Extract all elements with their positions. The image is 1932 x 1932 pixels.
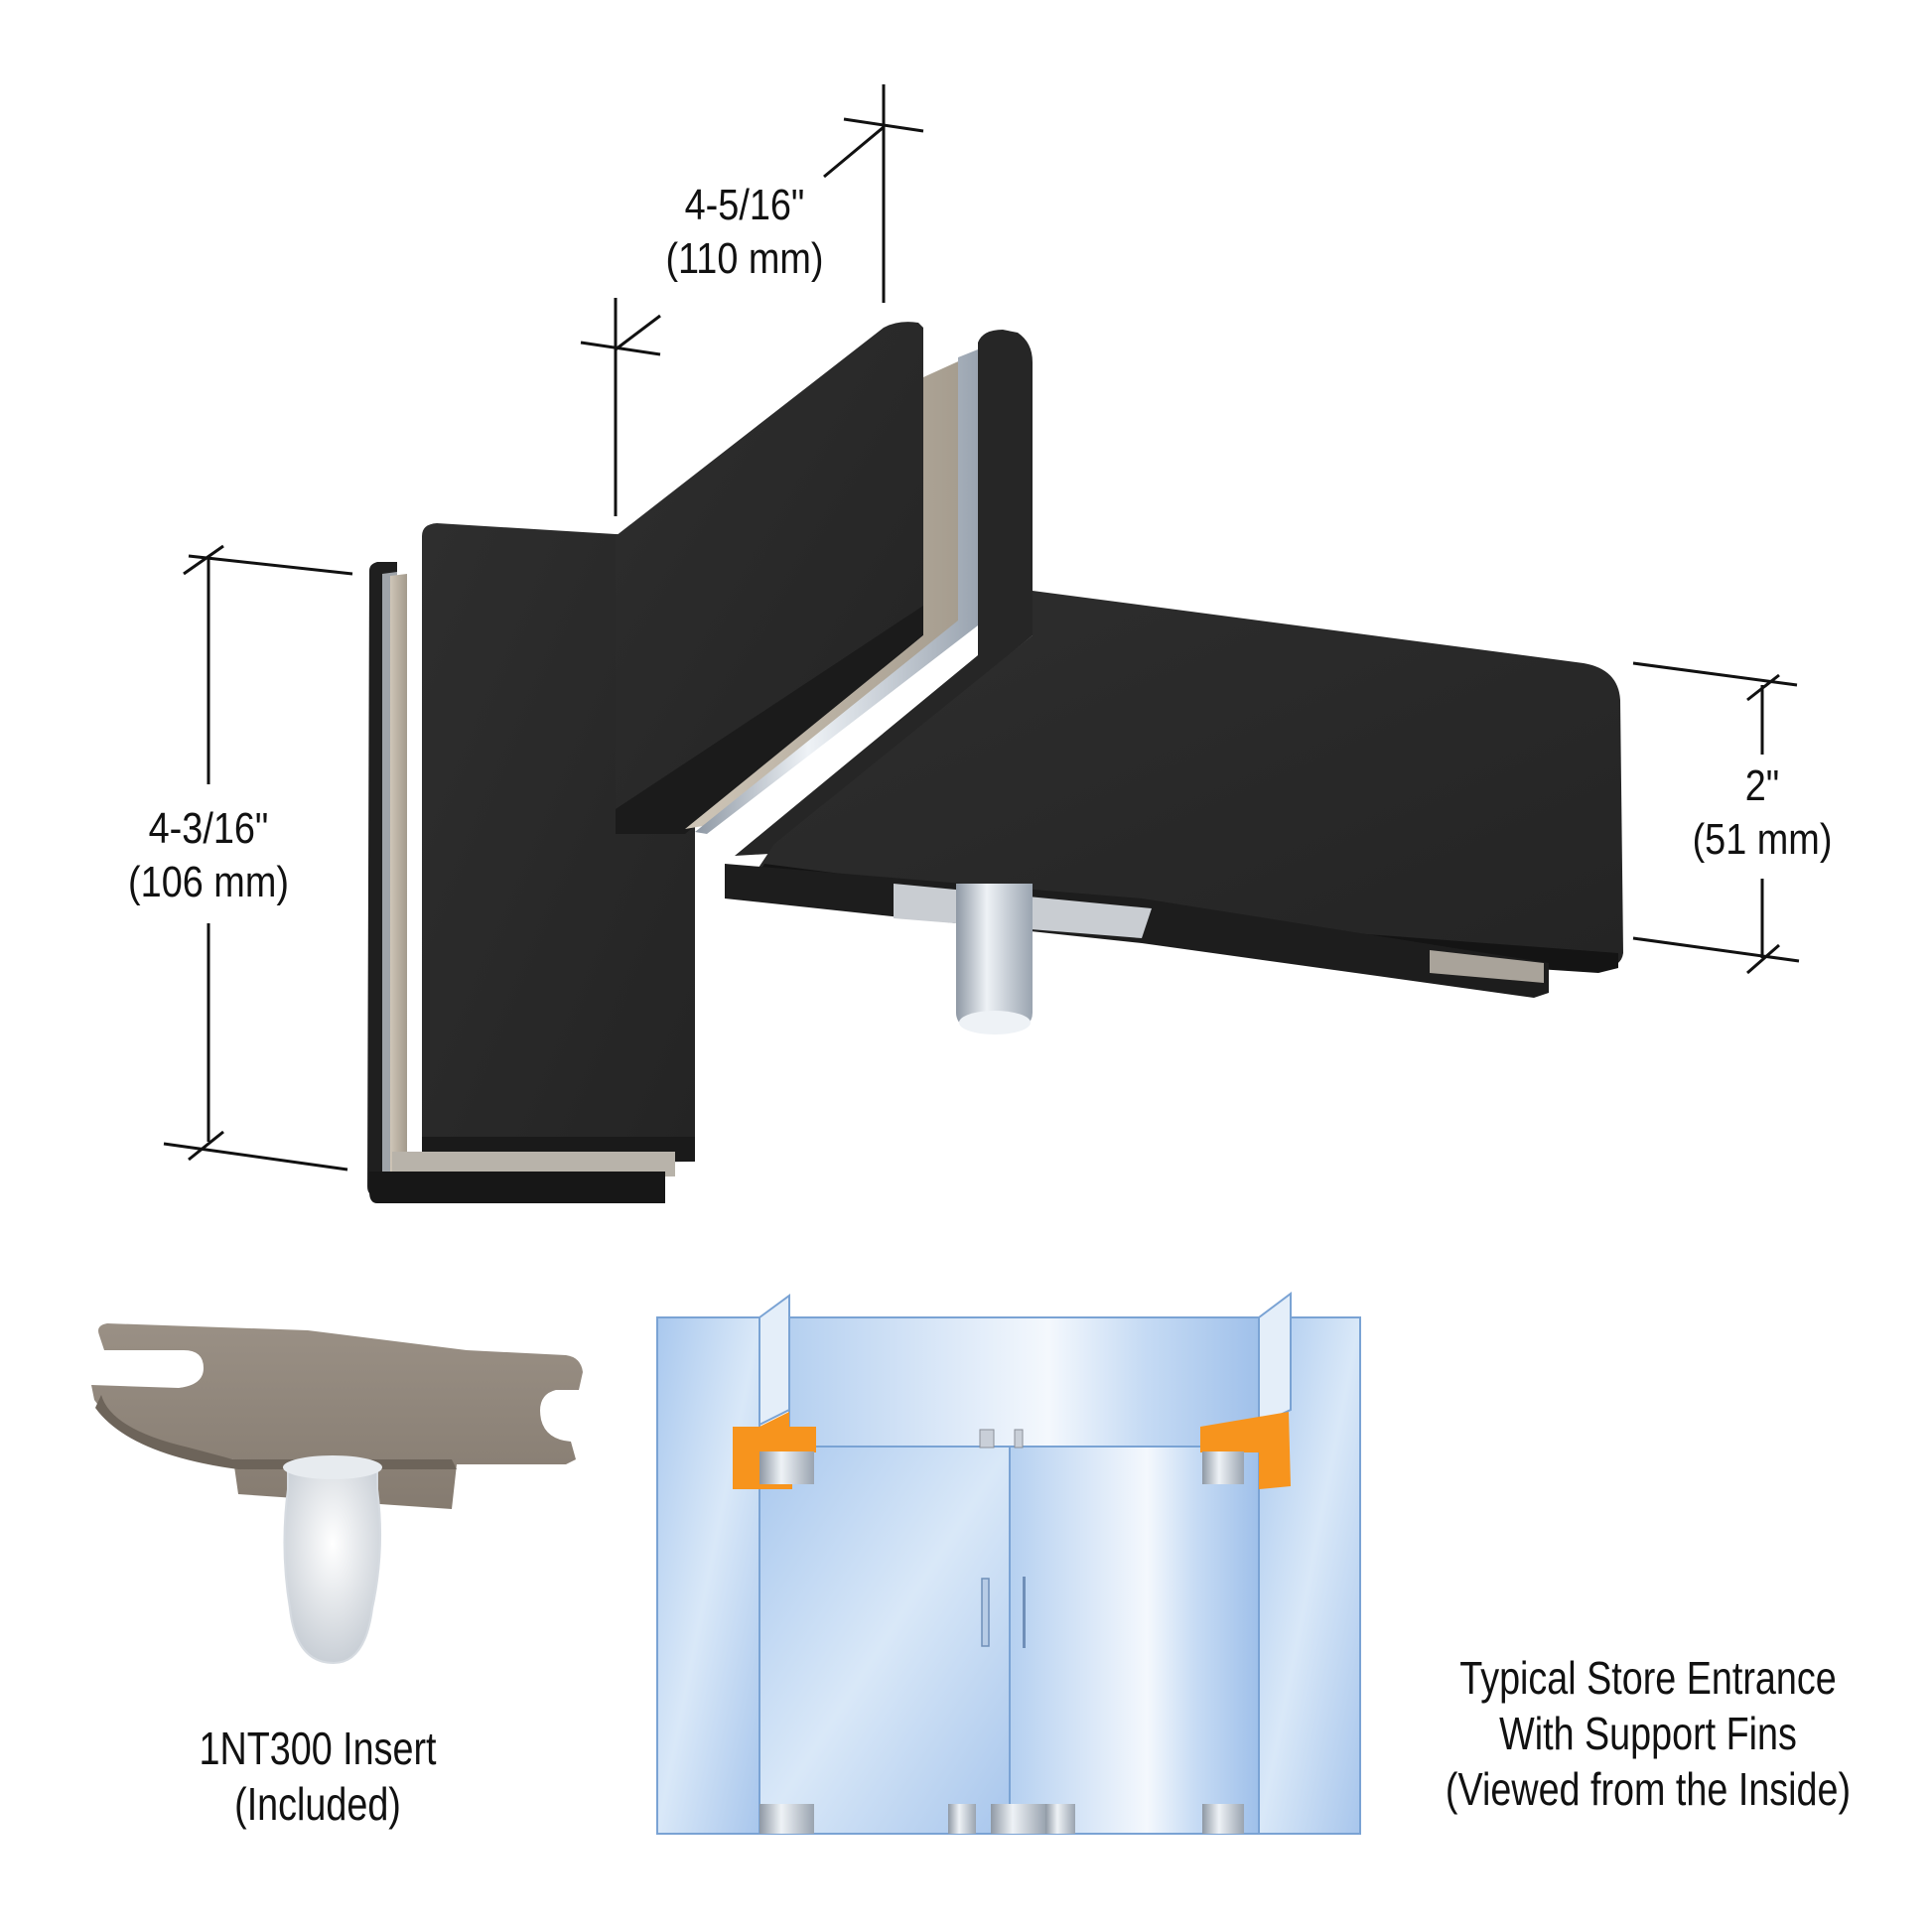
dimension-metric: (110 mm) <box>665 234 824 283</box>
dimension-imperial: 4-3/16" <box>148 804 269 853</box>
insert-note: (Included) <box>234 1778 401 1830</box>
store-entrance-line-2: With Support Fins <box>1499 1708 1797 1759</box>
store-entrance-line-3: (Viewed from the Inside) <box>1445 1763 1852 1815</box>
dimension-label-height-right: 2" (51 mm) <box>1681 759 1843 867</box>
insert-caption: 1NT300 Insert (Included) <box>171 1721 464 1832</box>
store-entrance-caption: Typical Store Entrance With Support Fins… <box>1429 1650 1868 1817</box>
dimension-imperial: 4-5/16" <box>684 181 805 229</box>
dimension-label-height-left: 4-3/16" (106 mm) <box>106 802 311 909</box>
dimension-label-depth: 4-5/16" (110 mm) <box>650 179 838 286</box>
dimension-imperial: 2" <box>1744 761 1780 810</box>
dimension-lines <box>163 84 1800 1172</box>
dimension-metric: (106 mm) <box>128 858 289 906</box>
insert-illustration <box>91 1323 583 1665</box>
insert-title: 1NT300 Insert <box>199 1723 437 1774</box>
store-entrance-illustration <box>656 1292 1361 1835</box>
store-entrance-line-1: Typical Store Entrance <box>1459 1652 1837 1704</box>
dimension-metric: (51 mm) <box>1692 815 1833 864</box>
fitting-body <box>367 322 1623 1203</box>
